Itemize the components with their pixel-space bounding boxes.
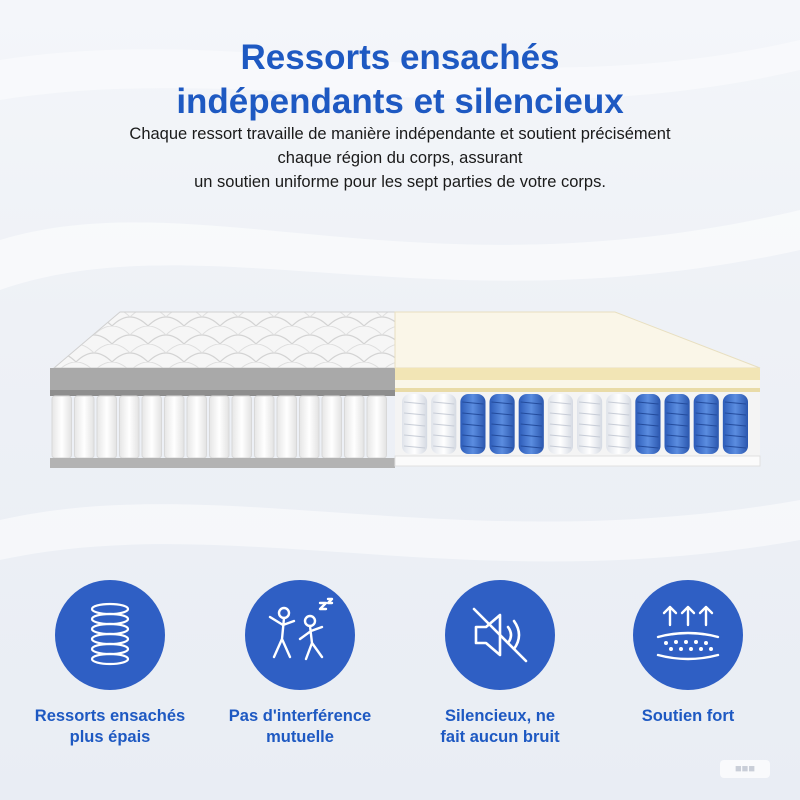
- feature-icon-circle: [633, 580, 743, 690]
- title-line-1: Ressorts ensachés: [240, 38, 560, 77]
- pocket-spring-white: [577, 394, 603, 454]
- pocket-spring-white: [606, 394, 632, 454]
- sleeping-people-icon: [268, 597, 334, 661]
- feature-thicker-springs: Ressorts ensachés plus épais: [20, 580, 200, 748]
- pocket-spring-blue: [722, 394, 748, 454]
- feature-label: Silencieux, ne fait aucun bruit: [440, 707, 560, 746]
- mattress-side-panel: [141, 395, 162, 459]
- pocket-spring-blue: [693, 394, 719, 454]
- muted-speaker-icon: [472, 607, 528, 663]
- pocket-spring-white: [431, 394, 457, 454]
- firm-support-icon: [656, 605, 720, 661]
- pocket-spring-blue: [664, 394, 690, 454]
- pocket-spring-blue: [635, 394, 661, 454]
- subtitle-line-3: un soutien uniforme pour les sept partie…: [194, 173, 606, 191]
- mattress-side-panel: [254, 395, 275, 459]
- mattress-side-panel: [119, 395, 140, 459]
- pocket-spring-white: [547, 394, 573, 454]
- pocket-spring-white: [402, 394, 428, 454]
- mattress-side-panel: [231, 395, 252, 459]
- mattress-side-panel: [276, 395, 297, 459]
- feature-label: Soutien fort: [641, 707, 735, 725]
- mattress-side-panel: [299, 395, 320, 459]
- title-line-2: indépendants et silencieux: [176, 82, 624, 121]
- feature-list: Ressorts ensachés plus épais Pas d'inter: [0, 580, 800, 750]
- feature-icon-circle: [55, 580, 165, 690]
- feature-no-interference: Pas d'interférence mutuelle: [210, 580, 390, 748]
- feature-icon-circle: [445, 580, 555, 690]
- mattress-cutaway-illustration: [50, 311, 761, 468]
- feature-label: Ressorts ensachés plus épais: [34, 707, 186, 746]
- mattress-side-panel: [164, 395, 185, 459]
- pocket-spring-blue: [489, 394, 515, 454]
- page-title: Ressorts ensachés indépendants et silenc…: [0, 36, 800, 124]
- pocket-spring-blue: [460, 394, 486, 454]
- mattress-side-panel: [344, 395, 365, 459]
- mattress-side-panel: [209, 395, 230, 459]
- mattress-side-panel: [51, 395, 72, 459]
- feature-silent: Silencieux, ne fait aucun bruit: [410, 580, 590, 748]
- coil-spring-icon: [90, 602, 130, 666]
- subtitle-line-1: Chaque ressort travaille de manière indé…: [129, 125, 671, 143]
- feature-strong-support: Soutien fort: [598, 580, 778, 727]
- mattress-side-panel: [74, 395, 95, 459]
- pocket-spring-blue: [518, 394, 544, 454]
- mattress-side-panel: [366, 395, 387, 459]
- feature-label: Pas d'interférence mutuelle: [228, 707, 372, 746]
- mattress-side-panel: [321, 395, 342, 459]
- subtitle-line-2: chaque région du corps, assurant: [277, 149, 523, 167]
- watermark-logo: ■■■: [720, 760, 770, 778]
- mattress-side-panel: [186, 395, 207, 459]
- page-subtitle: Chaque ressort travaille de manière indé…: [40, 122, 760, 194]
- mattress-side-panel: [96, 395, 117, 459]
- feature-icon-circle: [245, 580, 355, 690]
